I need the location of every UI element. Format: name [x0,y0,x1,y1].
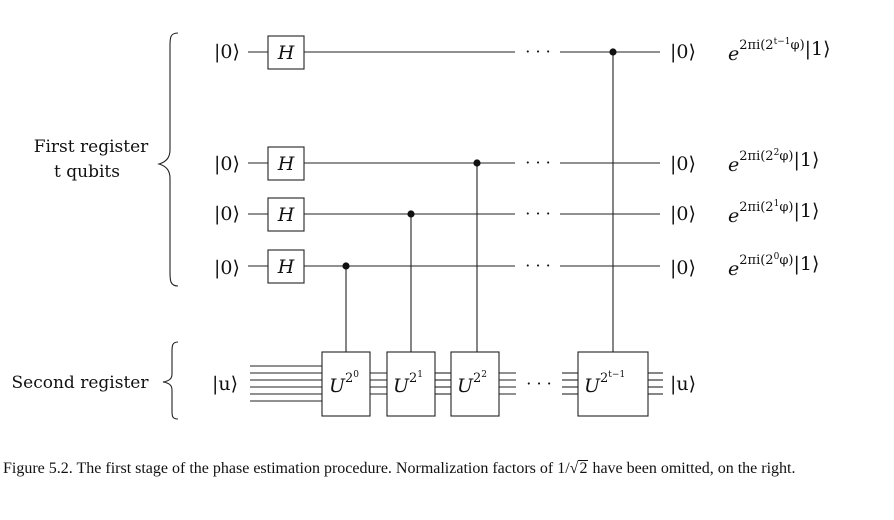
input-ket-row-4: |0⟩ [214,257,240,279]
t-qubits-label: t qubits [54,162,120,182]
controlled-u-gate-4: U2t−1 [577,351,649,417]
second-register-label: Second register [12,373,150,393]
hadamard-gate-row-4: H [267,249,305,284]
figure-caption: Figure 5.2. The first stage of the phase… [3,457,891,480]
svg-text:U20: U20 [329,370,359,397]
caption-text-before: Figure 5.2. The first stage of the phase… [3,460,570,477]
output-phase-row-1: e2πi(2t−1φ)|1⟩ [728,37,831,65]
svg-text:H: H [277,256,295,278]
output-ket-row-1: |0⟩ [670,41,696,63]
input-ket-row-2: |0⟩ [214,153,240,175]
svg-text:U21: U21 [393,370,423,397]
caption-sqrt-symbol: √ [569,460,579,477]
first-register-wires [248,51,660,267]
output-ket-row-4: |0⟩ [670,257,696,279]
input-ket-row-1: |0⟩ [214,41,240,63]
hadamard-gate-row-3: H [267,197,305,232]
svg-text:U2t−1: U2t−1 [584,370,625,397]
input-ket-u: |u⟩ [212,373,238,395]
output-phase-row-4: e2πi(20φ)|1⟩ [728,252,819,280]
svg-text:U22: U22 [457,370,487,397]
ellipsis-row-1: · · · [525,42,550,61]
output-ket-row-2: |0⟩ [670,153,696,175]
second-register-brace [162,341,179,420]
caption-sqrt-argument: 2 [578,460,589,477]
svg-text:H: H [277,42,295,64]
svg-text:H: H [277,204,295,226]
ellipsis-row-2: · · · [525,153,550,172]
caption-text-after: have been omitted, on the right. [588,460,796,477]
controlled-u-gate-3: U22 [450,351,500,417]
ellipsis-second-register: · · · [526,374,551,393]
hadamard-gate-row-2: H [267,146,305,181]
hadamard-gate-row-1: H [267,35,305,70]
svg-text:H: H [277,153,295,175]
output-ket-u: |u⟩ [670,373,696,395]
controlled-u-gate-2: U21 [386,351,436,417]
ellipsis-row-3: · · · [525,204,550,223]
control-connections [342,48,617,352]
ellipsis-row-4: · · · [525,256,550,275]
second-register-wires [250,365,663,402]
controlled-u-gate-1: U20 [321,351,371,417]
circuit-diagram: First register t qubits Second register … [12,32,831,420]
first-register-brace [157,32,179,287]
output-phase-row-3: e2πi(21φ)|1⟩ [728,199,819,227]
output-phase-row-2: e2πi(22φ)|1⟩ [728,148,819,176]
input-ket-row-3: |0⟩ [214,203,240,225]
output-ket-row-3: |0⟩ [670,203,696,225]
first-register-label: First register [34,137,149,157]
